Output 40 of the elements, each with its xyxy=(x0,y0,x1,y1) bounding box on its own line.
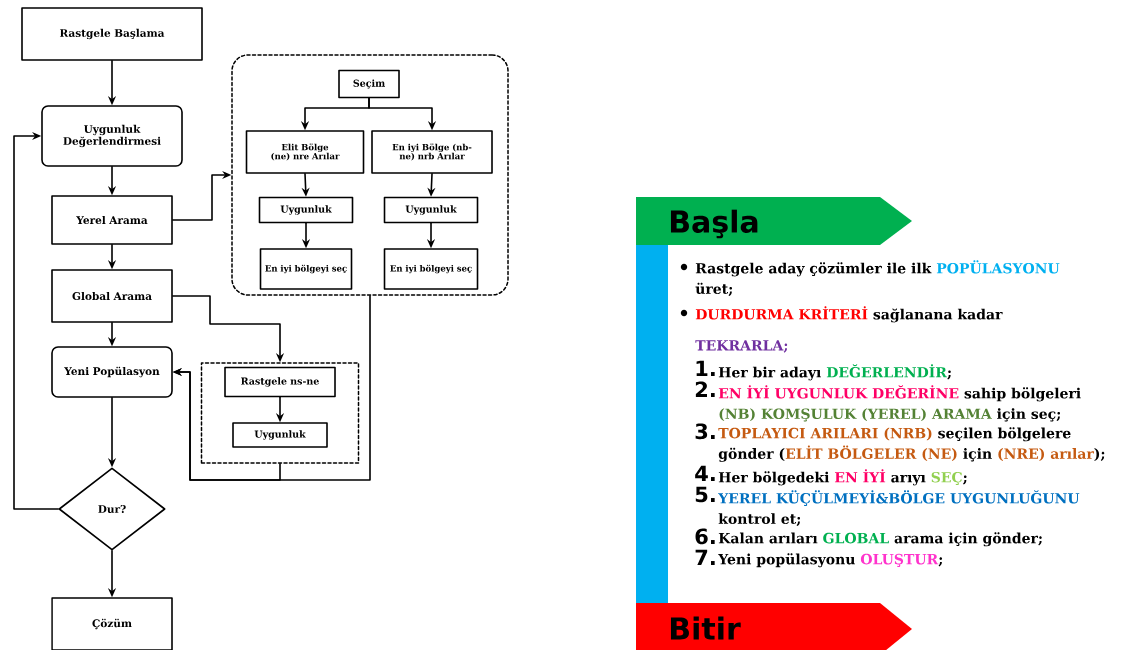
label: (NRE) arılar xyxy=(998,448,1094,461)
list-item: TEKRARLA; xyxy=(695,340,788,353)
process-box: Uygunluk xyxy=(258,196,354,224)
label: sahip bölgeleri xyxy=(964,387,1081,402)
dashed-group-box xyxy=(231,54,509,296)
process-box: Uygunluk Değerlendirmesi xyxy=(41,105,183,167)
process-box: Rastgele ns-ne xyxy=(224,366,336,398)
label: seçilen bölgelere xyxy=(938,427,1071,442)
label: ; xyxy=(963,475,967,485)
process-box: Çözüm xyxy=(51,597,173,650)
process-box: Seçim xyxy=(338,69,400,99)
item-number: 7. xyxy=(695,549,715,565)
label: için seç; xyxy=(997,408,1061,422)
item-number: 3. xyxy=(695,423,715,440)
item-number: 4. xyxy=(695,465,715,481)
label: Her bölgedeki xyxy=(718,471,830,486)
label: SEÇ xyxy=(931,471,962,486)
process-box: En iyi bölgeyi seç xyxy=(259,248,353,290)
item-number: 6. xyxy=(695,528,715,545)
process-box: En iyi bölgeyi seç xyxy=(383,248,479,290)
end-banner: Bitir xyxy=(636,603,912,650)
process-box: En iyi Bölge (nb-ne) nrb Arılar xyxy=(371,130,493,174)
arrow xyxy=(13,131,59,510)
process-box: Uygunluk xyxy=(232,422,328,448)
process-box: Yerel Arama xyxy=(51,195,173,245)
dashed-group-box xyxy=(200,362,360,464)
label: POPÜLASYONU xyxy=(936,260,1060,274)
label: ); xyxy=(1094,448,1105,461)
label: için xyxy=(963,448,992,462)
process-box: Elit Bölge (ne) nre Arılar xyxy=(245,130,365,174)
process-box: Uygunluk xyxy=(383,196,479,224)
item-number: 5. xyxy=(695,486,715,503)
process-box: Rastgele Başlama xyxy=(21,7,203,61)
label: üret; xyxy=(695,282,733,297)
item-number: 1. xyxy=(696,360,715,376)
item-number: 2. xyxy=(695,381,715,397)
process-box: Global Arama xyxy=(51,269,173,323)
label: EN İYİ xyxy=(834,469,886,483)
label: gönder ( xyxy=(718,447,785,462)
process-box: Yeni Popülasyon xyxy=(51,346,173,398)
